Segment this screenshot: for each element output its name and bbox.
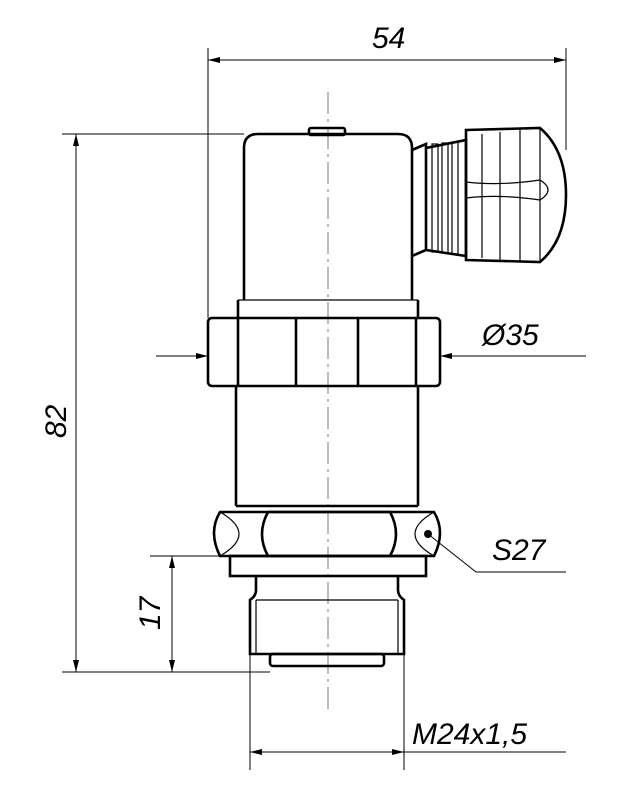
- dim-overall-height: 82: [40, 133, 270, 673]
- body-nut: [206, 316, 442, 388]
- sensor-body: [234, 386, 420, 508]
- dim-overall-width: 54: [207, 22, 567, 318]
- dim-label-54: 54: [372, 22, 405, 55]
- dim-label-thread: M24x1,5: [412, 718, 527, 751]
- hex-s27: [212, 510, 442, 558]
- threaded-port: [228, 554, 428, 668]
- dim-body-diameter: Ø35: [156, 319, 586, 359]
- dim-thread-length: 17: [134, 555, 230, 672]
- sensor-housing: [236, 126, 420, 318]
- dim-label-82: 82: [40, 404, 73, 438]
- dim-label-s27: S27: [492, 534, 547, 567]
- dim-thread: M24x1,5: [249, 654, 566, 770]
- dim-label-17: 17: [134, 595, 167, 630]
- dim-label-diameter: Ø35: [481, 319, 539, 352]
- cable-connector: [411, 126, 568, 264]
- dim-hex-size: S27: [424, 530, 566, 573]
